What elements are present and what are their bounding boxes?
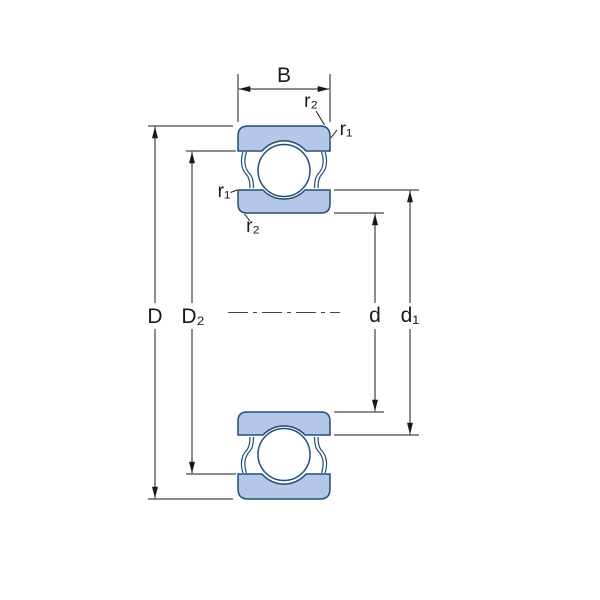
label-outer-shoulder-diameter: D₂ [181, 305, 204, 328]
label-inner-shoulder-diameter: d₁ [401, 304, 420, 327]
dim-outer-shoulder-D2: D₂ [181, 150, 236, 475]
ball [257, 143, 311, 198]
left-shield-line [244, 151, 255, 189]
label-outer-corner-radius: r₂ [304, 91, 318, 112]
leader-line [330, 129, 338, 139]
label-outer-diameter: D [147, 305, 162, 328]
right-shield-line [313, 151, 324, 189]
leader-line [244, 213, 251, 222]
dimensions: B D D₂ [147, 64, 420, 500]
outer-ring [237, 125, 331, 152]
right-shield-line [317, 151, 328, 189]
label-inner-side-radius: r₁ [218, 181, 231, 202]
dim-bore-d: d [334, 212, 384, 413]
bearing-section-bottom [237, 411, 331, 500]
radius-annotations: r₂ r₁ r₁ r₂ [218, 91, 353, 237]
leader-line [315, 110, 325, 126]
bearing-cross-section [237, 125, 331, 500]
dim-inner-shoulder-d1: d₁ [334, 189, 420, 436]
leader-line [230, 189, 238, 193]
inner-ring [237, 189, 331, 214]
left-shield-line [240, 151, 251, 189]
dim-outer-diameter-D: D [147, 125, 233, 500]
label-inner-corner-radius: r₂ [246, 216, 260, 237]
bearing-section-top [237, 125, 331, 214]
label-outer-side-radius: r₁ [340, 119, 353, 140]
label-bore-diameter: d [369, 304, 381, 327]
dim-width-B: B [237, 64, 331, 122]
label-width: B [277, 64, 291, 87]
